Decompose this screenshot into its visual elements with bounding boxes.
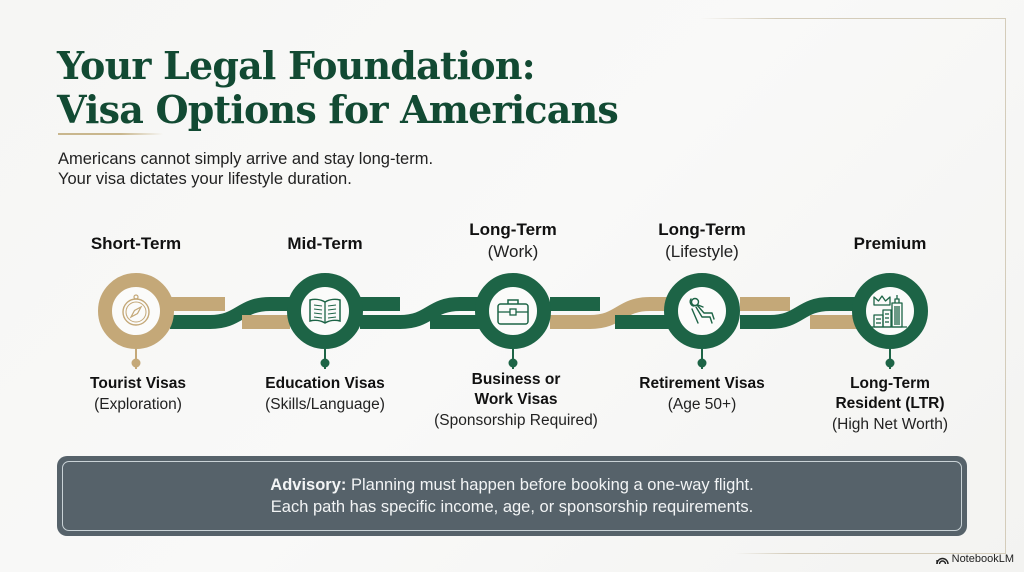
stage-2-node <box>287 273 363 349</box>
subtitle: Americans cannot simply arrive and stay … <box>58 149 433 189</box>
stage-5-visa-line2: Resident (LTR) <box>835 395 945 412</box>
stage-3-node <box>475 273 551 349</box>
track-green-4 <box>740 297 860 329</box>
track-green-1 <box>170 297 290 329</box>
advisory-line-2: Each path has specific income, age, or s… <box>270 498 754 516</box>
compass-icon <box>122 294 150 326</box>
stage-1-label: Tourist Visas (Exploration) <box>90 374 186 415</box>
stage-5-category: Premium <box>853 234 927 253</box>
stage-3-category-sub: (Work) <box>487 242 539 261</box>
stage-3-visa: Business or <box>471 371 561 388</box>
track-green-2b <box>360 297 480 329</box>
crown-city-icon <box>871 295 907 328</box>
title-line-2: Visa Options for Americans <box>57 87 619 132</box>
stage-5-visa: Long-Term <box>850 375 930 392</box>
stage-1-header: Short-Term <box>91 233 181 255</box>
stage-5-label: Long-Term Resident (LTR) (High Net Worth… <box>832 374 948 435</box>
advisory-box: Advisory: Planning must happen before bo… <box>57 456 967 536</box>
stage-2-dot <box>320 358 330 368</box>
reclining-person-icon <box>689 297 715 324</box>
notebooklm-logo-icon <box>935 557 949 564</box>
stage-1-note: (Exploration) <box>94 396 182 413</box>
stage-2-category: Mid-Term <box>287 234 363 253</box>
stage-4-label: Retirement Visas (Age 50+) <box>639 374 765 415</box>
stage-2-visa: Education Visas <box>265 375 385 392</box>
advisory-label: Advisory: <box>270 476 347 494</box>
stage-1-visa: Tourist Visas <box>90 375 186 392</box>
page-title: Your Legal Foundation: Visa Options for … <box>57 43 619 132</box>
stage-3-dot <box>508 358 518 368</box>
stage-4-dot <box>697 358 707 368</box>
stage-1-node <box>98 273 174 349</box>
stage-4-note: (Age 50+) <box>667 396 737 413</box>
briefcase-icon <box>497 299 529 325</box>
stage-4-visa: Retirement Visas <box>639 375 765 392</box>
frame-line-right <box>1005 18 1006 553</box>
subtitle-line-1: Americans cannot simply arrive and stay … <box>58 150 434 168</box>
stage-3-header: Long-Term (Work) <box>469 219 557 263</box>
open-book-icon <box>309 298 341 324</box>
stage-4-category-sub: (Lifestyle) <box>665 242 739 261</box>
stage-5-header: Premium <box>854 233 927 255</box>
advisory-inner: Advisory: Planning must happen before bo… <box>62 461 962 531</box>
stage-4-category: Long-Term <box>658 220 746 239</box>
stage-2-note: (Skills/Language) <box>265 396 385 413</box>
stage-5-dot <box>885 358 895 368</box>
subtitle-line-2: Your visa dictates your lifestyle durati… <box>58 170 352 188</box>
title-underline <box>58 133 163 135</box>
stage-3-label: Business or Work Visas (Sponsorship Requ… <box>434 370 598 431</box>
stage-3-visa-line2: Work Visas <box>474 391 558 408</box>
stage-5-note: (High Net Worth) <box>832 416 948 433</box>
frame-line-top <box>700 18 1005 19</box>
title-line-1: Your Legal Foundation: <box>57 43 536 88</box>
stage-1-category: Short-Term <box>90 234 182 253</box>
advisory-text-1: Planning must happen before booking a on… <box>346 476 754 494</box>
brand-watermark: NotebookLM <box>935 553 1014 565</box>
stage-2-header: Mid-Term <box>287 233 362 255</box>
brand-name: NotebookLM <box>951 553 1014 565</box>
stage-4-node <box>664 273 740 349</box>
frame-line-bottom <box>735 553 1006 554</box>
advisory-line-1: Advisory: Planning must happen before bo… <box>270 474 753 496</box>
stage-1-dot <box>131 358 141 368</box>
stage-3-category: Long-Term <box>469 220 557 239</box>
track-gold-3 <box>550 297 670 329</box>
stage-4-header: Long-Term (Lifestyle) <box>658 219 746 263</box>
stage-2-label: Education Visas (Skills/Language) <box>265 374 385 415</box>
stage-5-node <box>852 273 928 349</box>
stage-3-note: (Sponsorship Required) <box>434 412 598 429</box>
